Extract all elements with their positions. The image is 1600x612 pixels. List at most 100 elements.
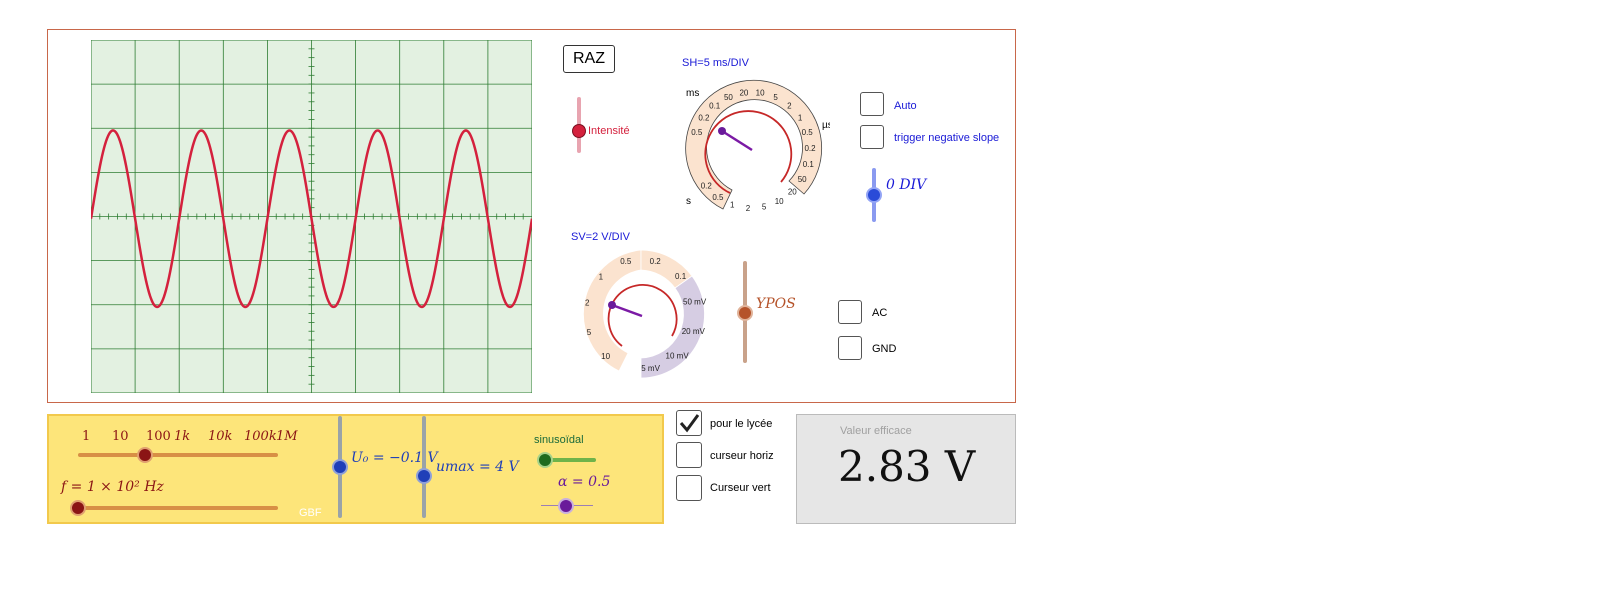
signal-trace <box>91 129 532 309</box>
lycee-checkbox[interactable] <box>676 410 702 436</box>
rms-value: 2.83 V <box>838 442 976 491</box>
waveform-slider-track[interactable] <box>544 458 596 462</box>
timebase-tick-label: 20 <box>788 188 797 197</box>
oscilloscope-screen <box>91 40 532 393</box>
vertical-tick-label: 0.1 <box>675 272 687 281</box>
cursor-vert-checkbox[interactable] <box>676 475 702 501</box>
timebase-tick-label: 1 <box>798 114 803 123</box>
timebase-unit-us: µs <box>822 120 830 131</box>
timebase-tick-label: 10 <box>775 197 784 206</box>
xpos-slider-handle[interactable] <box>866 187 882 203</box>
ypos-slider-handle[interactable] <box>737 305 753 321</box>
vertical-tick-label: 50 mV <box>683 298 707 307</box>
alpha-slider-handle[interactable] <box>558 498 574 514</box>
timebase-tick-label: 0.2 <box>804 144 816 153</box>
vertical-dial-needle <box>611 303 643 318</box>
vertical-tick-label: 2 <box>585 299 590 308</box>
timebase-tick-label: 1 <box>730 201 735 210</box>
auto-checkbox[interactable] <box>860 92 884 116</box>
vertical-tick-label: 5 mV <box>641 364 660 373</box>
rms-title: Valeur efficace <box>840 425 912 437</box>
vertical-tick-label: 20 mV <box>682 327 706 336</box>
vertical-dial-arc <box>607 284 678 347</box>
timebase-tick-label: 0.5 <box>691 128 703 137</box>
cursor-horiz-label: curseur horiz <box>710 450 774 462</box>
vertical-tick-label: 10 mV <box>666 352 690 361</box>
checkmark-icon <box>679 414 700 433</box>
auto-label: Auto <box>894 100 917 112</box>
vertical-tick-label: 10 <box>601 352 610 361</box>
offset-slider-handle[interactable] <box>332 459 348 475</box>
ypos-label: YPOS <box>756 296 796 312</box>
trigger-negative-slope-checkbox[interactable] <box>860 125 884 149</box>
range-tick-label: 10k <box>208 429 233 444</box>
range-slider-handle[interactable] <box>137 447 153 463</box>
range-tick-label: 10 <box>112 429 129 444</box>
timebase-tick-label: 20 <box>739 89 748 98</box>
timebase-tick-label: 5 <box>762 203 767 212</box>
range-tick-label: 1k <box>174 429 190 444</box>
timebase-tick-label: 50 <box>724 93 733 102</box>
ac-label: AC <box>872 307 888 319</box>
vertical-tick-label: 0.2 <box>650 257 662 266</box>
vertical-dial[interactable]: 10 5 2 1 0.5 0.2 0.1 50 mV 20 mV 10 mV 5 mV <box>572 250 712 385</box>
timebase-tick-label: 50 <box>798 175 807 184</box>
ac-checkbox[interactable] <box>838 300 862 324</box>
timebase-tick-label: 0.1 <box>803 160 815 169</box>
vertical-tick-label: 0.5 <box>620 257 632 266</box>
timebase-readout: SH=5 ms/DIV <box>682 57 749 69</box>
timebase-dial-arc <box>704 110 793 194</box>
timebase-tick-label: 0.1 <box>709 102 721 111</box>
rms-panel <box>796 414 1016 524</box>
vertical-tick-label: 5 <box>587 328 592 337</box>
intensity-label: Intensité <box>588 125 630 137</box>
range-tick-label: 100k <box>244 429 277 444</box>
frequency-slider-track[interactable] <box>78 506 278 510</box>
vertical-readout: SV=2 V/DIV <box>571 231 631 243</box>
range-tick-label: 100 <box>146 429 171 444</box>
timebase-tick-label: 5 <box>773 93 778 102</box>
timebase-tick-label: 2 <box>787 102 792 111</box>
umax-label: umax = 4 V <box>436 459 519 475</box>
alpha-label: α = 0.5 <box>558 474 611 490</box>
frequency-slider-handle[interactable] <box>70 500 86 516</box>
waveform-label: sinusoïdal <box>534 434 584 446</box>
cursor-horiz-checkbox[interactable] <box>676 442 702 468</box>
vertical-dial-purple-sector <box>640 275 705 379</box>
timebase-dial-ring <box>685 79 822 210</box>
timebase-tick-label: 2 <box>746 204 751 213</box>
range-tick-label: 1 <box>82 429 90 444</box>
frequency-label: f = 1 × 10² Hz <box>61 479 164 495</box>
trigger-negative-slope-label: trigger negative slope <box>894 132 1000 144</box>
lycee-label: pour le lycée <box>710 418 773 430</box>
timebase-tick-label: 0.5 <box>802 128 814 137</box>
range-tick-label: 1M <box>276 429 298 444</box>
vertical-tick-label: 1 <box>599 273 604 282</box>
timebase-tick-label: 0.2 <box>701 182 713 191</box>
intensity-slider-handle[interactable] <box>572 124 586 138</box>
timebase-dial-knob[interactable] <box>718 127 726 135</box>
timebase-tick-label: 10 <box>756 89 765 98</box>
xpos-label: 0 DIV <box>886 177 927 193</box>
waveform-slider-handle[interactable] <box>537 452 553 468</box>
gbf-label: GBF <box>299 507 322 519</box>
gnd-label: GND <box>872 343 897 355</box>
timebase-tick-label: 0.2 <box>698 114 710 123</box>
offset-label: U₀ = −0.1 V <box>351 450 438 466</box>
timebase-tick-label: 0.5 <box>712 193 724 202</box>
umax-slider-handle[interactable] <box>416 468 432 484</box>
umax-slider-track[interactable] <box>422 416 426 518</box>
vertical-dial-orange-sector <box>583 250 642 372</box>
timebase-unit-s: s <box>686 196 691 207</box>
reset-button[interactable]: RAZ <box>563 45 615 73</box>
gnd-checkbox[interactable] <box>838 336 862 360</box>
vertical-dial-knob[interactable] <box>608 301 616 309</box>
vertical-dial-ticks: 10 5 2 1 0.5 0.2 0.1 50 mV 20 mV 10 mV 5 mV <box>585 257 707 373</box>
cursor-vert-label: Curseur vert <box>710 482 771 494</box>
timebase-dial-needle <box>721 129 753 152</box>
range-slider-track[interactable] <box>78 453 278 457</box>
timebase-unit-ms: ms <box>686 88 699 99</box>
